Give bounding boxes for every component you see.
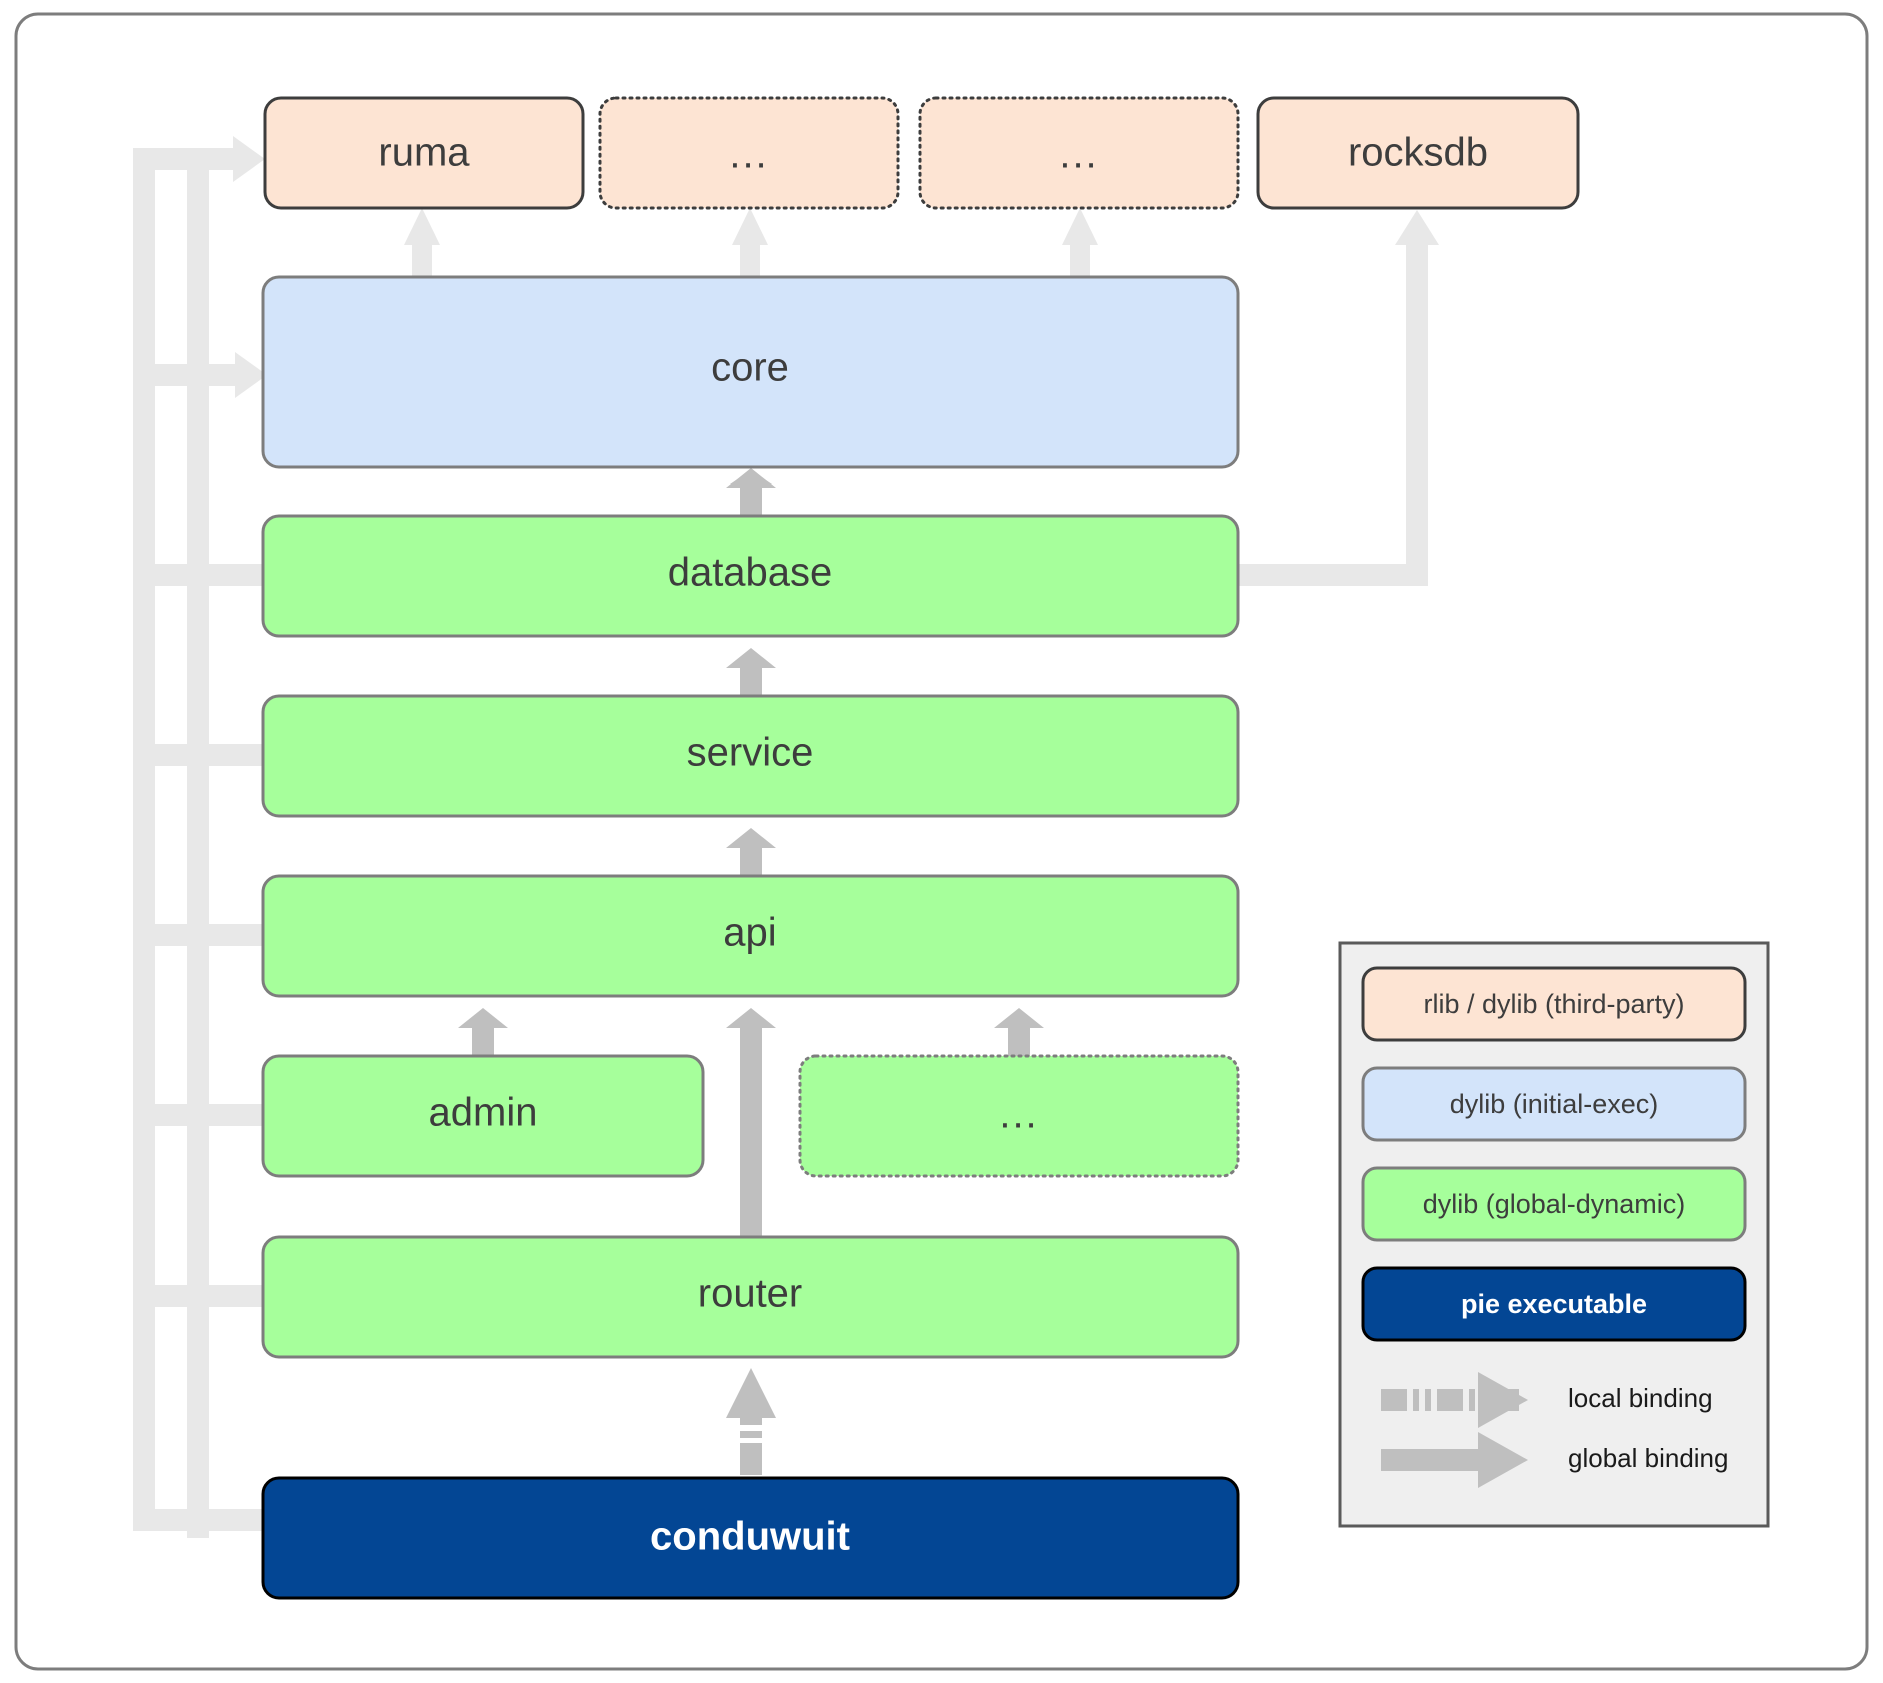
legend-item-third-party: rlib / dylib (third-party) bbox=[1361, 966, 1747, 1042]
edge-db-rocksdb-horizontal bbox=[1238, 564, 1428, 586]
legend-local-binding-label: local binding bbox=[1568, 1383, 1713, 1413]
bus-stub-api bbox=[155, 924, 265, 946]
edge-core-to-dots-2 bbox=[1062, 208, 1098, 278]
legend-item-local-binding: local binding bbox=[1381, 1372, 1713, 1428]
edge-db-rocksdb-arrowhead bbox=[1395, 210, 1439, 245]
node-service-label: service bbox=[687, 731, 814, 775]
edge-conduwuit-to-router bbox=[726, 1368, 776, 1475]
legend-global-dynamic-label: dylib (global-dynamic) bbox=[1423, 1189, 1686, 1219]
node-third-party-placeholder-1[interactable]: ... bbox=[598, 96, 900, 210]
legend-third-party-label: rlib / dylib (third-party) bbox=[1423, 989, 1684, 1019]
node-placeholder-2-label: ... bbox=[1059, 133, 1098, 177]
node-ruma[interactable]: ruma bbox=[263, 96, 585, 210]
node-router-label: router bbox=[698, 1272, 803, 1316]
node-database-label: database bbox=[668, 551, 833, 595]
legend-item-global-dynamic: dylib (global-dynamic) bbox=[1361, 1166, 1747, 1242]
bus-trunk-outer bbox=[133, 148, 155, 1531]
bus-stub-database bbox=[155, 564, 265, 586]
node-database[interactable]: database bbox=[261, 514, 1240, 638]
node-core[interactable]: core bbox=[261, 275, 1240, 469]
dash-seg-3 bbox=[740, 1418, 762, 1425]
edge-core-to-ruma bbox=[404, 208, 440, 278]
bus-stub-admin bbox=[155, 1104, 265, 1126]
node-global-dynamic-placeholder[interactable]: ... bbox=[798, 1054, 1240, 1178]
node-admin[interactable]: admin bbox=[261, 1054, 705, 1178]
node-rocksdb-label: rocksdb bbox=[1348, 131, 1488, 175]
edge-db-rocksdb-vertical bbox=[1406, 245, 1428, 586]
legend-panel: rlib / dylib (third-party) dylib (initia… bbox=[1338, 941, 1770, 1528]
dash-seg-2 bbox=[740, 1431, 762, 1438]
edge-database-to-core bbox=[726, 468, 776, 516]
dash-seg-1 bbox=[740, 1443, 762, 1475]
global-binding-arrows bbox=[458, 468, 1044, 1237]
legend-item-initial-exec: dylib (initial-exec) bbox=[1361, 1066, 1747, 1142]
local-binding-arrow-icon bbox=[1381, 1372, 1528, 1428]
bus-stub-ruma bbox=[133, 148, 233, 170]
bus-stub-service bbox=[155, 744, 265, 766]
edge-admin-to-api bbox=[458, 1008, 508, 1056]
node-conduwuit[interactable]: conduwuit bbox=[261, 1476, 1240, 1600]
edge-database-to-rocksdb bbox=[1238, 210, 1439, 586]
edge-service-to-database bbox=[726, 648, 776, 696]
node-api[interactable]: api bbox=[261, 874, 1240, 998]
node-third-party-placeholder-2[interactable]: ... bbox=[918, 96, 1240, 210]
node-conduwuit-label: conduwuit bbox=[650, 1515, 850, 1559]
bus-arrowhead-core bbox=[235, 352, 267, 398]
edge-api-to-service bbox=[726, 828, 776, 876]
node-placeholder-1-label: ... bbox=[729, 133, 768, 177]
legend-item-global-binding: global binding bbox=[1381, 1432, 1728, 1488]
bus-arrowhead-ruma bbox=[233, 136, 265, 182]
global-binding-arrow-icon bbox=[1381, 1432, 1528, 1488]
legend-pie-executable-label: pie executable bbox=[1461, 1289, 1647, 1319]
legend-global-binding-label: global binding bbox=[1568, 1443, 1728, 1473]
conduwuit-local-binding-bus bbox=[133, 136, 278, 1538]
edge-core-to-dots-1 bbox=[732, 208, 768, 278]
bus-trunk-inner bbox=[187, 148, 209, 1538]
node-core-label: core bbox=[711, 346, 789, 390]
edge-dots-to-api bbox=[994, 1008, 1044, 1056]
node-gd-placeholder-label: ... bbox=[999, 1093, 1038, 1137]
node-service[interactable]: service bbox=[261, 694, 1240, 818]
edge-router-to-api bbox=[726, 1008, 776, 1237]
node-api-label: api bbox=[723, 911, 776, 955]
legend-initial-exec-label: dylib (initial-exec) bbox=[1450, 1089, 1659, 1119]
bus-stub-core bbox=[155, 364, 235, 386]
legend-item-pie-executable: pie executable bbox=[1361, 1266, 1747, 1342]
node-rocksdb[interactable]: rocksdb bbox=[1256, 96, 1580, 210]
node-ruma-label: ruma bbox=[378, 131, 470, 175]
dash-arrowhead bbox=[726, 1368, 776, 1418]
edges-core-to-third-party bbox=[404, 208, 1098, 278]
node-router[interactable]: router bbox=[261, 1235, 1240, 1359]
bus-stub-router bbox=[155, 1285, 265, 1307]
node-admin-label: admin bbox=[429, 1091, 538, 1135]
